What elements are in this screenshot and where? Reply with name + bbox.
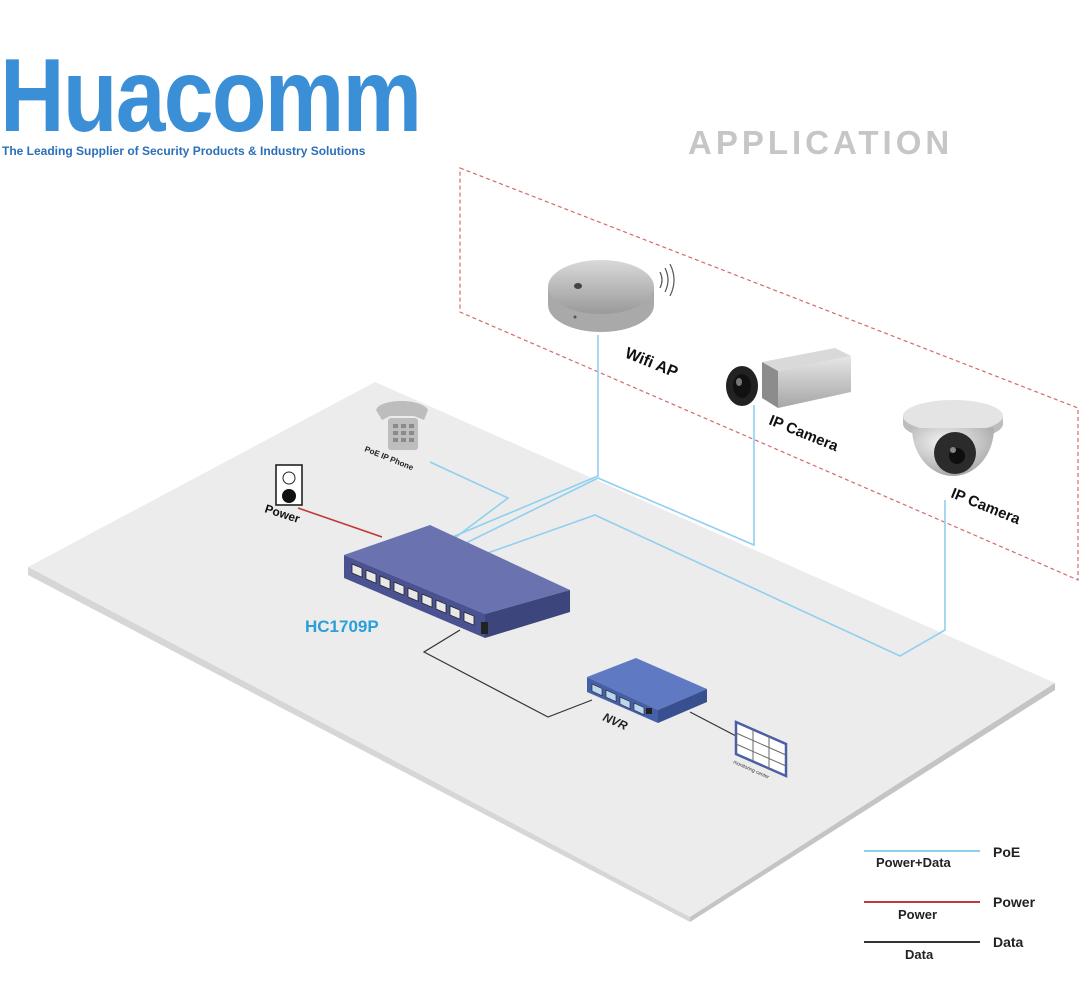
power-outlet-icon [275, 464, 303, 506]
ip-phone-icon [376, 401, 428, 450]
ip-camera-label-2: IP Camera [949, 485, 1024, 528]
legend-power-name: Power [993, 894, 1036, 910]
legend-poe-label: Power+Data [876, 855, 951, 870]
data-cable-monitor [689, 711, 737, 737]
brand-logo: Huacomm The Leading Supplier of Security… [0, 38, 450, 158]
wifi-ap-device [548, 260, 654, 332]
brand-name: Huacomm [0, 38, 422, 154]
ip-camera-dome-device [903, 400, 1003, 476]
power-cable [297, 507, 383, 538]
wifi-ap-label: Wifi AP [623, 345, 681, 382]
nvr-device [587, 658, 707, 723]
poe-cables [429, 335, 946, 657]
page-title: APPLICATION [688, 124, 954, 161]
legend-power-label: Power [898, 907, 938, 922]
monitoring-center-icon [734, 720, 788, 778]
legend-poe-name: PoE [993, 844, 1021, 860]
application-zone [459, 167, 1079, 581]
legend-power-line [864, 901, 980, 903]
legend-data-line [864, 941, 980, 943]
ip-camera-label-1: IP Camera [767, 412, 842, 455]
legend-data-name: Data [993, 934, 1024, 950]
brand-tagline: The Leading Supplier of Security Product… [2, 144, 366, 158]
switch-model-label: HC1709P [305, 617, 379, 636]
floor-plane [28, 382, 1055, 922]
data-cable [422, 629, 593, 718]
legend-poe-line [864, 850, 980, 852]
poe-switch-device [344, 525, 570, 638]
legend-data-label: Data [905, 947, 934, 962]
ip-camera-box-device [726, 348, 851, 408]
wifi-signal-icon [659, 263, 675, 297]
